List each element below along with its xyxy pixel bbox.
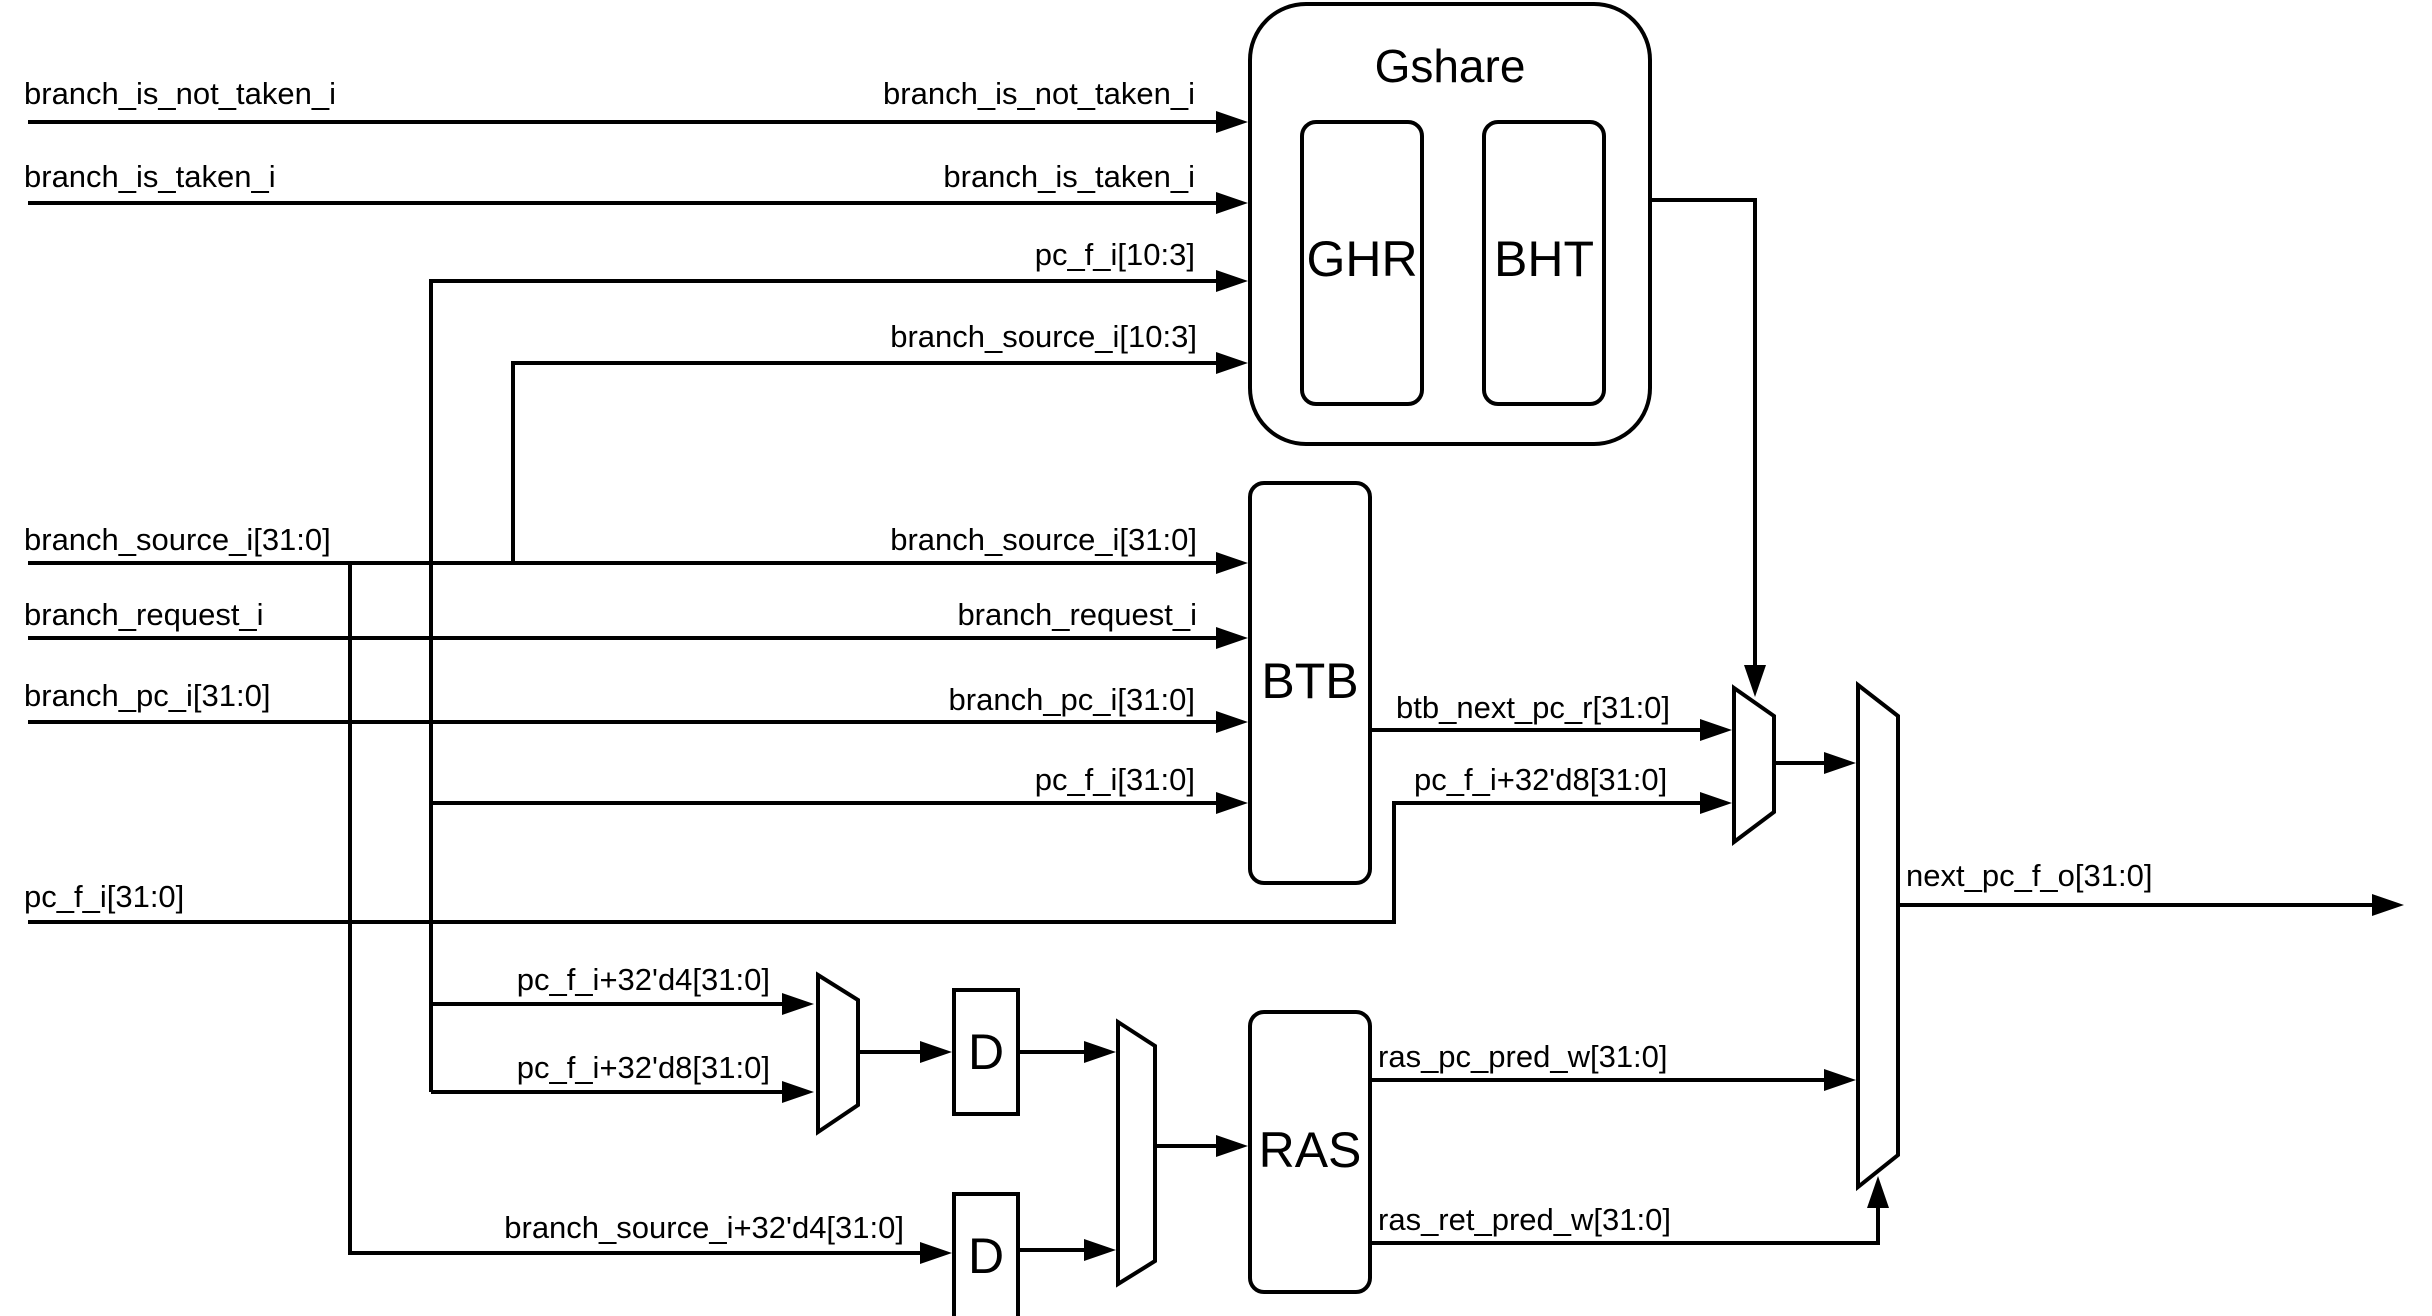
- gshare-port-branch-source: branch_source_i[10:3]: [890, 319, 1197, 354]
- input-label-branch-is-not-taken: branch_is_not_taken_i: [24, 76, 336, 111]
- arrowhead: [920, 1242, 952, 1264]
- arrowhead: [1216, 352, 1248, 374]
- ras-label: RAS: [1259, 1122, 1362, 1178]
- delay-registers: D D: [952, 988, 1020, 1316]
- arrowhead: [1216, 270, 1248, 292]
- ras-block: RAS: [1248, 1010, 1372, 1294]
- arrowhead: [1216, 792, 1248, 814]
- arrowhead: [2372, 894, 2404, 916]
- arrowhead: [1216, 552, 1248, 574]
- wire-branch-source-10-3: [511, 361, 1234, 563]
- gshare-title: Gshare: [1375, 40, 1526, 92]
- btb-port-branch-pc: branch_pc_i[31:0]: [949, 682, 1195, 717]
- label-ras-pc-pred: ras_pc_pred_w[31:0]: [1378, 1039, 1668, 1074]
- delay-register-top-label: D: [968, 1024, 1004, 1080]
- gshare-block: Gshare GHR BHT: [1248, 2, 1652, 446]
- arrowhead: [1744, 665, 1766, 697]
- input-label-branch-request: branch_request_i: [24, 597, 264, 632]
- label-pc-plus8-low: pc_f_i+32'd8[31:0]: [517, 1050, 770, 1085]
- input-label-pc-f: pc_f_i[31:0]: [24, 879, 184, 914]
- gshare-port-branch-is-taken: branch_is_taken_i: [943, 159, 1195, 194]
- arrowhead: [1700, 719, 1732, 741]
- mux-btb-select: [1732, 684, 1776, 846]
- arrowhead: [1824, 752, 1856, 774]
- mux-pc-increment: [816, 971, 860, 1136]
- gshare-port-branch-is-not-taken: branch_is_not_taken_i: [883, 76, 1195, 111]
- label-btb-next-pc: btb_next_pc_r[31:0]: [1396, 690, 1670, 725]
- btb-block: BTB: [1248, 481, 1372, 885]
- bht-label: BHT: [1494, 231, 1594, 287]
- delay-register-bottom-label: D: [968, 1228, 1004, 1284]
- arrowhead: [920, 1041, 952, 1063]
- arrowhead: [1216, 627, 1248, 649]
- wire-pc-f-input: [28, 801, 1718, 924]
- output-label-next-pc: next_pc_f_o[31:0]: [1906, 858, 2152, 893]
- arrowhead: [1867, 1176, 1889, 1208]
- btb-box: [1248, 481, 1372, 885]
- ghr-box: [1300, 120, 1424, 406]
- wire-branch-source-plus4: [348, 563, 938, 1255]
- arrowhead: [1216, 1135, 1248, 1157]
- label-pc-plus4: pc_f_i+32'd4[31:0]: [517, 962, 770, 997]
- arrowhead: [1084, 1041, 1116, 1063]
- arrowheads: [782, 111, 2404, 1264]
- ras-box: [1248, 1010, 1372, 1294]
- bht-box: [1482, 120, 1606, 406]
- arrowhead: [1700, 792, 1732, 814]
- btb-port-branch-source: branch_source_i[31:0]: [890, 522, 1197, 557]
- btb-label: BTB: [1261, 653, 1358, 709]
- mux-ras-input: [1116, 1018, 1157, 1288]
- input-label-branch-pc: branch_pc_i[31:0]: [24, 678, 270, 713]
- wire-ras-ret-pred: [1370, 1200, 1880, 1245]
- arrowhead: [782, 1081, 814, 1103]
- arrowhead: [1084, 1239, 1116, 1261]
- delay-register-bottom: [952, 1192, 1020, 1316]
- arrowhead: [1216, 111, 1248, 133]
- btb-port-branch-request: branch_request_i: [957, 597, 1197, 632]
- wires: [28, 120, 2376, 1255]
- arrowhead: [1216, 711, 1248, 733]
- arrowhead: [782, 993, 814, 1015]
- label-branch-source-plus4: branch_source_i+32'd4[31:0]: [504, 1210, 904, 1245]
- input-label-branch-is-taken: branch_is_taken_i: [24, 159, 276, 194]
- wire-gshare-select: [1650, 198, 1757, 670]
- btb-port-pc-f: pc_f_i[31:0]: [1035, 762, 1195, 797]
- signal-labels: branch_is_not_taken_i branch_is_taken_i …: [24, 76, 2152, 1245]
- ghr-label: GHR: [1306, 231, 1417, 287]
- input-label-branch-source: branch_source_i[31:0]: [24, 522, 331, 557]
- arrowhead: [1824, 1069, 1856, 1091]
- multiplexers: [816, 680, 1900, 1288]
- gshare-port-pc-f: pc_f_i[10:3]: [1035, 237, 1195, 272]
- mux-next-pc: [1856, 680, 1900, 1192]
- wire-pc-f-10-3: [429, 279, 1234, 1092]
- label-pc-plus8-top: pc_f_i+32'd8[31:0]: [1414, 762, 1667, 797]
- label-ras-ret-pred: ras_ret_pred_w[31:0]: [1378, 1202, 1671, 1237]
- delay-register-top: [952, 988, 1020, 1116]
- arrowhead: [1216, 192, 1248, 214]
